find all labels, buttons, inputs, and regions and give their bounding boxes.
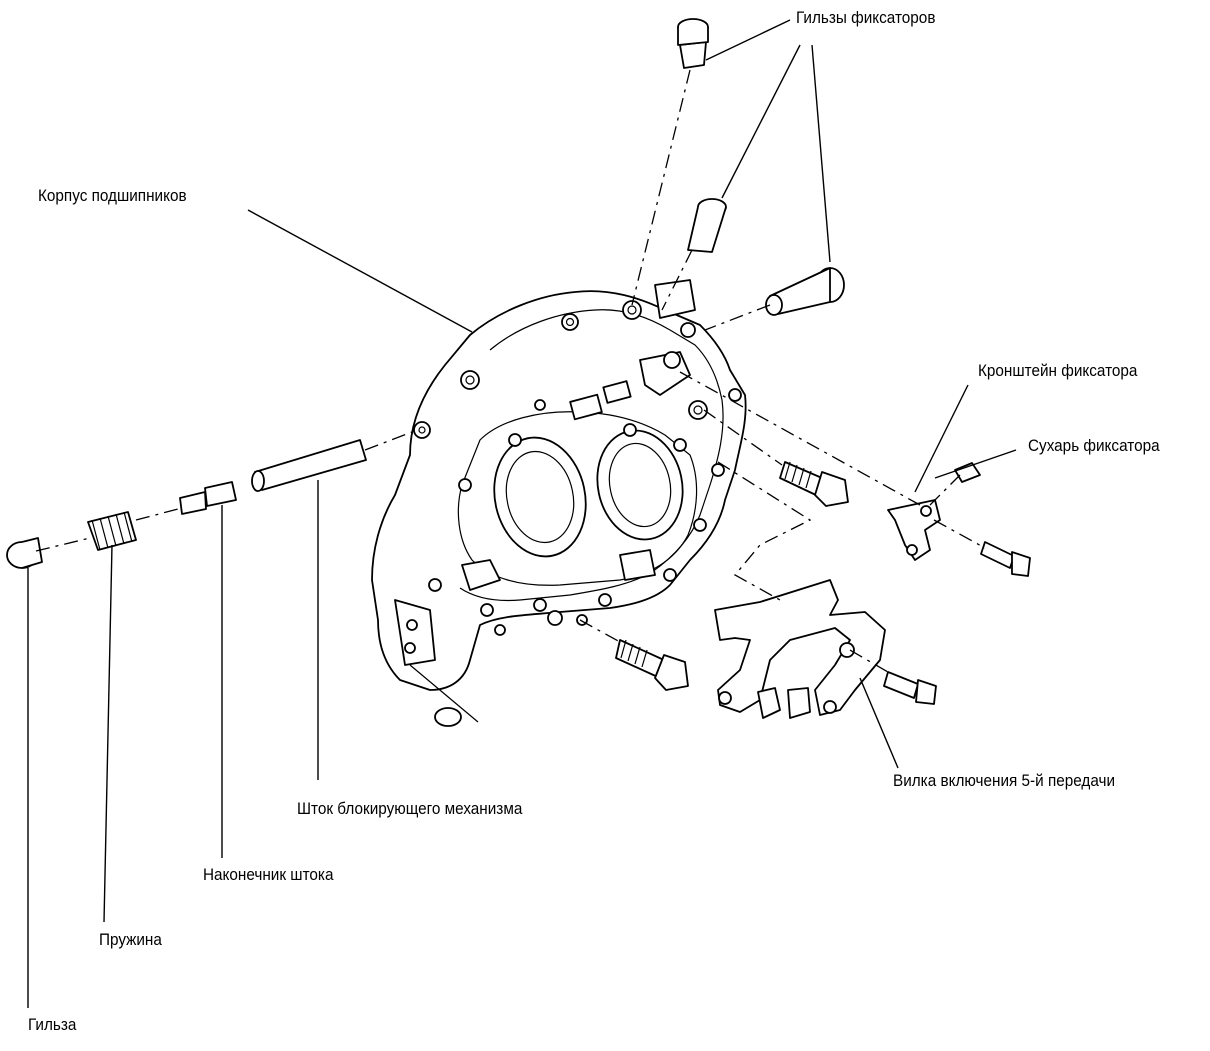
lock-rod-parts — [6, 439, 367, 569]
label-retainer-block: Сухарь фиксатора — [1028, 436, 1160, 455]
assembly-axes — [35, 69, 986, 673]
retainer-sleeve-parts — [677, 18, 845, 316]
label-sleeve: Гильза — [28, 1015, 77, 1034]
bolt-parts — [615, 461, 1031, 705]
label-bearing-housing: Корпус подшипников — [38, 186, 187, 205]
label-retainer-bracket: Кронштейн фиксатора — [978, 361, 1138, 380]
leader-lines — [27, 19, 1017, 1008]
retainer-bracket-part — [887, 462, 981, 561]
bearing-housing-part — [371, 279, 747, 727]
label-rod-tip: Наконечник штока — [203, 865, 334, 884]
label-lock-rod: Шток блокирующего механизма — [297, 799, 523, 818]
label-retainer-sleeves: Гильзы фиксаторов — [796, 8, 936, 27]
label-fifth-gear-fork: Вилка включения 5-й передачи — [893, 771, 1116, 790]
label-spring: Пружина — [99, 930, 162, 949]
fifth-gear-fork-part — [714, 579, 886, 719]
